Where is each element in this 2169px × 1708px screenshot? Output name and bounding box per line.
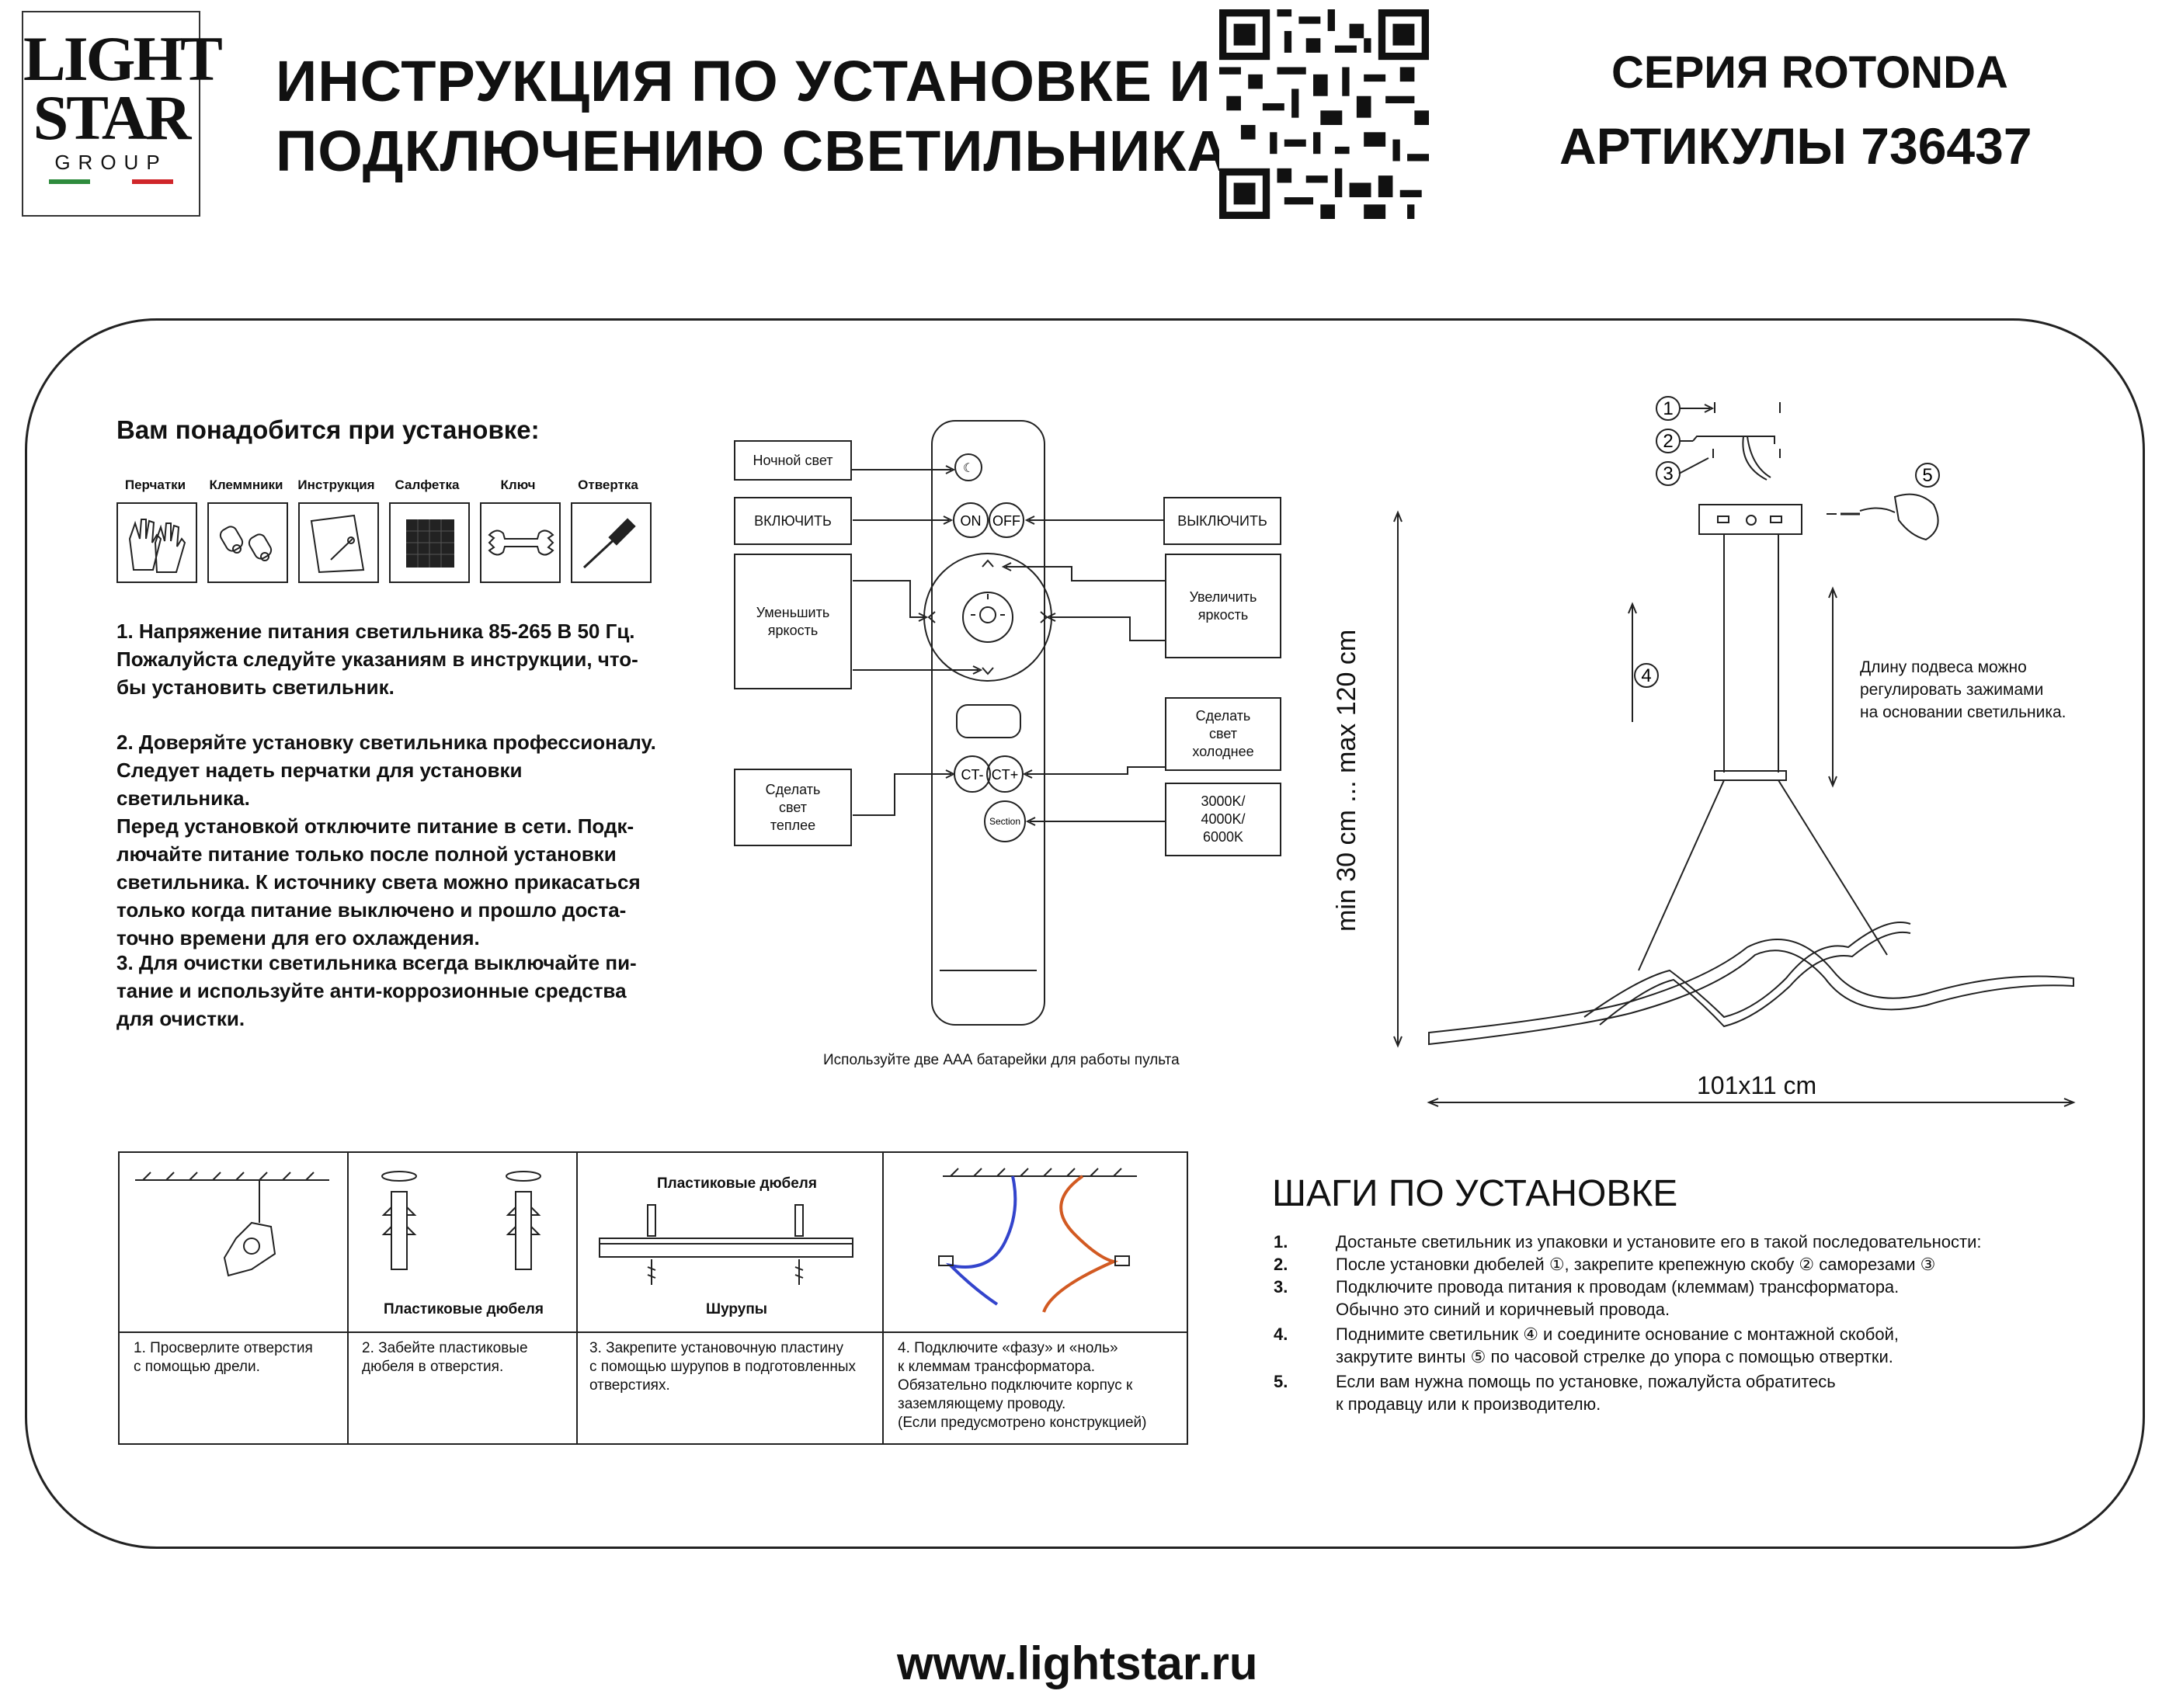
step-text: Подключите провода питания к проводам (к…	[1336, 1277, 1900, 1319]
title-line-2: ПОДКЛЮЧЕНИЮ СВЕТИЛЬНИКА	[276, 119, 1229, 183]
step-text: Поднимите светильник ④ и соедините основ…	[1336, 1324, 1900, 1366]
step-num: 1.	[1274, 1232, 1288, 1251]
step-num: 4.	[1274, 1324, 1288, 1344]
italian-flag-stripe	[49, 179, 173, 184]
dpad-ring	[923, 553, 1052, 682]
tool-label-terminals: Клеммники	[209, 477, 283, 492]
manual-icon	[298, 502, 379, 583]
label-warmer: Сделать свет теплее	[734, 769, 852, 846]
label-off: ВЫКЛЮЧИТЬ	[1163, 497, 1281, 545]
tool-label-cloth: Салфетка	[395, 477, 460, 492]
panel-4-caption: 4. Подключите «фазу» и «ноль» к клеммам …	[898, 1340, 1147, 1431]
battery-note: Используйте две ААА батарейки для работы…	[823, 1052, 1180, 1068]
callout-2: 2	[1663, 431, 1673, 452]
step-row: 3. Подключите провода питания к проводам …	[1274, 1276, 2128, 1321]
note-cleaning: 3. Для очистки светильника всегда выключ…	[116, 951, 637, 1030]
callout-5: 5	[1922, 465, 1932, 486]
tool-label-gloves: Перчатки	[124, 477, 186, 492]
remote-on-label: ON	[961, 513, 982, 529]
steps-list: 1. Достаньте светильник из упаковки и уст…	[1274, 1231, 2128, 1415]
panel-2-label: Пластиковые дюбеля	[384, 1301, 544, 1317]
step-row: 2. После установки дюбелей ①, закрепите к…	[1274, 1253, 2128, 1276]
label-night-light: Ночной свет	[734, 440, 852, 481]
remote-off-label: OFF	[992, 513, 1020, 529]
qr-code[interactable]	[1219, 9, 1429, 219]
wiring-illustration	[938, 1168, 1137, 1313]
tool-label-manual: Инструкция	[297, 477, 375, 492]
remote-section-label: Section	[989, 816, 1020, 827]
callout-3: 3	[1663, 463, 1673, 484]
remote-ct-minus-label: CT-	[961, 767, 984, 783]
blank-button	[956, 704, 1021, 738]
panel-3-caption: 3. Закрепите установочную пластину с пом…	[589, 1340, 857, 1394]
logo-line-3: GROUP	[54, 151, 168, 174]
blue-wire	[945, 1175, 1017, 1306]
label-on: ВКЛЮЧИТЬ	[734, 497, 852, 545]
label-bright: Увеличить яркость	[1165, 554, 1281, 658]
note-professional: 2. Доверяйте установку светильника профе…	[116, 731, 656, 949]
step-text: Если вам нужна помощь по установке, пожа…	[1336, 1372, 1836, 1414]
height-dimension: min 30 cm ... max 120 cm	[1332, 629, 1361, 932]
tool-label-screwdriver: Отвертка	[578, 477, 638, 492]
mounting-plate-illustration	[599, 1204, 853, 1285]
fixture-diagram: 1 2 3 4 5	[1393, 396, 2076, 1107]
step-num: 5.	[1274, 1372, 1288, 1391]
remote-ct-plus-label: CT+	[992, 767, 1019, 783]
panel-3-label-bottom: Шурупы	[706, 1301, 768, 1317]
off-button	[989, 502, 1024, 538]
title-line-1: ИНСТРУКЦИЯ ПО УСТАНОВКЕ И	[276, 49, 1211, 113]
screwdriver-icon	[571, 502, 652, 583]
logo-line-2: STAR	[33, 82, 192, 153]
brand-logo: LIGHT STAR GROUP	[22, 11, 223, 217]
content-frame	[25, 318, 2145, 1549]
led-wave	[1428, 939, 2074, 1046]
tools-row: Перчатки Клеммники Инструкция Салфетка К…	[116, 477, 660, 586]
step-num: 2.	[1274, 1255, 1288, 1274]
install-panels: 1. Просверлите отверстия с помощью дрели…	[118, 1151, 1188, 1445]
panel-1-caption: 1. Просверлите отверстия с помощью дрели…	[134, 1340, 313, 1375]
brown-wire	[1042, 1175, 1119, 1313]
dpad-center	[962, 592, 1013, 643]
logo-line-1: LIGHT	[23, 23, 223, 94]
night-button	[954, 453, 982, 481]
suspension-note: Длину подвеса можно регулировать зажимам…	[1860, 658, 2066, 721]
tool-label-wrench: Ключ	[500, 477, 536, 492]
suspension-clamp	[1714, 770, 1787, 781]
moon-icon: ☾	[963, 460, 974, 475]
step-text: Достаньте светильник из упаковки и устан…	[1336, 1232, 1982, 1251]
panel-2-caption: 2. Забейте пластиковые дюбеля в отверсти…	[362, 1340, 528, 1375]
article-number: АРТИКУЛЫ 736437	[1559, 117, 2032, 175]
terminals-icon	[207, 502, 288, 583]
series-label: СЕРИЯ ROTONDA	[1611, 47, 2008, 98]
size-dimension: 101x11 cm	[1697, 1071, 1817, 1099]
fixture-callouts: 1 2 3 4 5	[1634, 396, 1940, 688]
callout-1: 1	[1663, 398, 1673, 419]
label-dim: Уменьшить яркость	[734, 554, 852, 689]
wrench-icon	[480, 502, 561, 583]
steps-title: ШАГИ ПО УСТАНОВКЕ	[1272, 1173, 1678, 1214]
callout-4: 4	[1641, 665, 1651, 686]
section-button	[984, 800, 1026, 842]
step-row: 4. Поднимите светильник ④ и соедините осн…	[1274, 1323, 2128, 1368]
tools-heading: Вам понадобится при установке:	[116, 415, 540, 444]
step-text: После установки дюбелей ①, закрепите кре…	[1336, 1255, 1936, 1274]
step-row: 1. Достаньте светильник из упаковки и уст…	[1274, 1231, 2128, 1253]
page-title: ИНСТРУКЦИЯ ПО УСТАНОВКЕ И ПОДКЛЮЧЕНИЮ СВ…	[276, 47, 1229, 186]
label-colder: Сделать свет холоднее	[1165, 697, 1281, 771]
panel-3-label-top: Пластиковые дюбеля	[657, 1175, 817, 1192]
step-num: 3.	[1274, 1277, 1288, 1297]
step-row: 5. Если вам нужна помощь по установке, по…	[1274, 1370, 2128, 1415]
gloves-icon	[116, 502, 197, 583]
canopy	[1698, 504, 1802, 535]
remote-diagram: ☾ ON OFF CT- CT+ Section	[840, 420, 1166, 1026]
label-cct: 3000K/ 4000K/ 6000K	[1165, 783, 1281, 856]
on-button	[953, 502, 989, 538]
dowel-illustration	[381, 1171, 541, 1270]
website-link[interactable]: www.lightstar.ru	[897, 1637, 1258, 1689]
cloth-icon	[389, 502, 470, 583]
note-voltage: 1. Напряжение питания светильника 85-265…	[116, 620, 638, 699]
drill-illustration	[135, 1172, 329, 1277]
remote-body	[931, 420, 1045, 1026]
